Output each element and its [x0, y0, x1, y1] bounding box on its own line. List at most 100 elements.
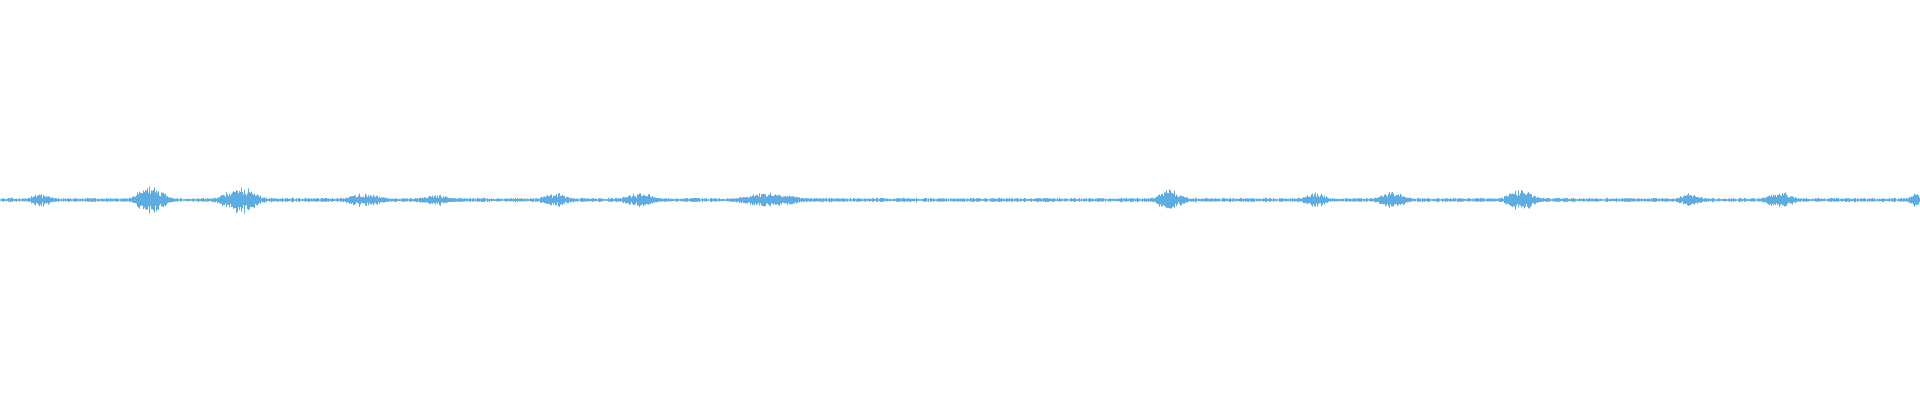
waveform-sample [1888, 198, 1889, 202]
waveform-sample [1076, 199, 1077, 201]
waveform-sample [1748, 198, 1749, 202]
waveform-sample [1075, 198, 1076, 202]
waveform-sample [202, 198, 203, 202]
waveform-sample [684, 198, 685, 202]
waveform-sample [1680, 196, 1681, 203]
waveform-sample [207, 197, 208, 202]
waveform-sample [1640, 199, 1641, 201]
waveform-sample [1138, 198, 1139, 202]
waveform-sample [1334, 198, 1335, 202]
waveform-sample [562, 195, 563, 206]
waveform-sample [426, 198, 427, 203]
waveform-sample [693, 198, 694, 202]
waveform-sample [78, 199, 79, 201]
waveform-sample [1146, 198, 1147, 202]
waveform-sample [1825, 199, 1826, 201]
waveform-sample [1014, 198, 1015, 202]
waveform-sample [5, 199, 6, 201]
waveform-sample [1782, 193, 1783, 206]
waveform-sample [1629, 198, 1630, 203]
waveform-sample [136, 195, 137, 204]
waveform-sample [901, 198, 902, 202]
waveform-sample [899, 198, 900, 202]
waveform-sample [885, 198, 886, 202]
waveform-sample [406, 198, 407, 202]
waveform-sample [1012, 198, 1013, 202]
waveform-sample [1639, 198, 1640, 202]
waveform-sample [63, 198, 64, 202]
waveform-sample [24, 198, 25, 202]
waveform-sample [295, 199, 296, 201]
waveform-sample [979, 197, 980, 202]
waveform-sample [1697, 196, 1698, 204]
waveform-sample [976, 198, 977, 202]
waveform-sample [1536, 197, 1537, 203]
waveform-sample [150, 193, 151, 206]
waveform-sample [917, 199, 918, 201]
waveform-sample [358, 195, 359, 204]
waveform-sample [713, 198, 714, 201]
waveform-sample [1188, 198, 1189, 202]
waveform-sample [1556, 198, 1557, 202]
waveform-sample [198, 198, 199, 202]
waveform-sample [389, 198, 390, 202]
waveform-sample [733, 198, 734, 202]
waveform-sample [1689, 195, 1690, 206]
waveform-sample [1368, 199, 1369, 201]
waveform-sample [1612, 198, 1613, 202]
waveform-sample [1008, 198, 1009, 202]
waveform-sample [1901, 198, 1902, 202]
waveform-sample [1414, 198, 1415, 202]
waveform-sample [1534, 195, 1535, 205]
waveform-sample [266, 197, 267, 203]
waveform-sample [1124, 197, 1125, 202]
waveform-sample [1590, 199, 1591, 202]
waveform-sample [936, 199, 937, 202]
waveform-sample [346, 197, 347, 203]
waveform-sample [1580, 199, 1581, 201]
waveform-sample [840, 198, 841, 202]
waveform-sample [1853, 198, 1854, 201]
waveform-sample [704, 198, 705, 202]
waveform-sample [286, 198, 287, 202]
waveform-sample [550, 195, 551, 206]
waveform-sample [1309, 196, 1310, 203]
waveform-sample [300, 199, 301, 201]
waveform-sample [1285, 198, 1286, 202]
waveform-sample [614, 199, 615, 201]
waveform-sample [38, 195, 39, 205]
waveform-sample [109, 199, 110, 201]
waveform-sample [1337, 198, 1338, 202]
waveform-sample [643, 194, 644, 207]
waveform-sample [1235, 198, 1236, 202]
waveform-sample [603, 199, 604, 201]
waveform-sample [1740, 198, 1741, 202]
waveform-sample [100, 199, 101, 201]
waveform-sample [1438, 198, 1439, 203]
waveform-sample [1082, 199, 1083, 201]
waveform-sample [1331, 198, 1332, 202]
waveform-sample [337, 197, 338, 202]
waveform-sample [913, 198, 914, 202]
waveform-sample [1498, 198, 1499, 202]
waveform-sample [297, 199, 298, 201]
waveform-sample [208, 198, 209, 202]
waveform-sample [4, 198, 5, 202]
waveform-sample [1805, 198, 1806, 202]
waveform-sample [507, 198, 508, 202]
waveform-sample [1655, 198, 1656, 203]
waveform-sample [1756, 199, 1757, 201]
waveform-sample [1672, 198, 1673, 202]
waveform-sample [730, 198, 731, 202]
waveform-sample [1045, 198, 1046, 203]
waveform-sample [39, 194, 40, 207]
waveform-sample [1519, 195, 1520, 205]
waveform-sample [463, 198, 464, 202]
waveform-sample [1173, 193, 1174, 207]
waveform-sample [277, 198, 278, 202]
waveform-sample [1480, 197, 1481, 202]
waveform-sample [1219, 198, 1220, 202]
waveform-sample [1701, 196, 1702, 203]
waveform-sample [164, 194, 165, 206]
waveform-sample [382, 197, 383, 203]
